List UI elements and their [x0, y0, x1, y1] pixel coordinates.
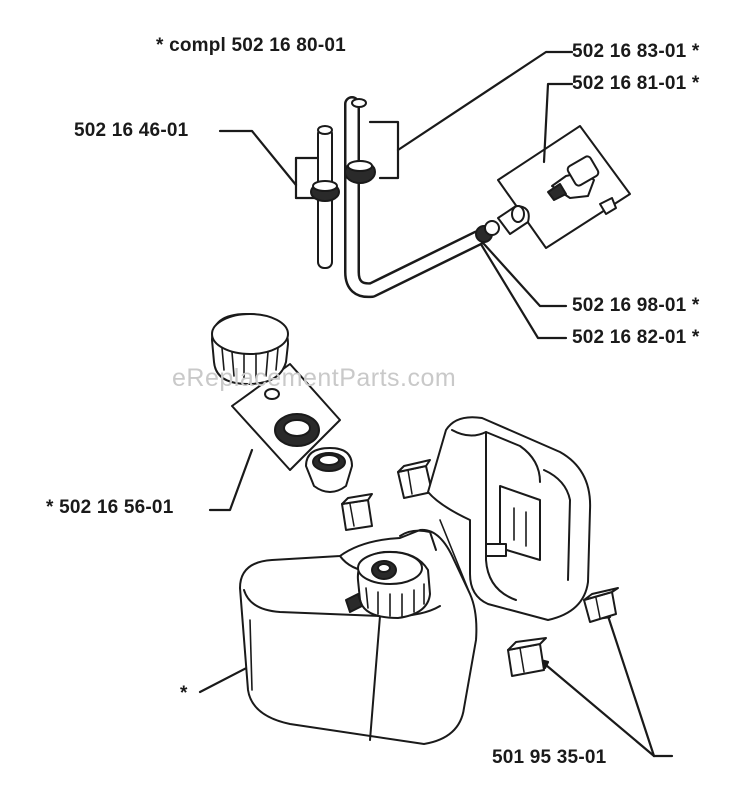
part-label-501-95-35-01: 501 95 35-01: [492, 747, 607, 768]
part-label-502-16-46-01: 502 16 46-01: [74, 120, 189, 141]
fuel-hose-short: [310, 125, 340, 269]
fuel-cap-loose: [211, 313, 289, 385]
fuel-tank: [239, 519, 478, 745]
part-label-502-16-98-01: 502 16 98-01 *: [572, 295, 700, 316]
buffer-middle: [341, 493, 373, 531]
fuel-valve: [547, 155, 617, 215]
assembly-title: * compl 502 16 80-01: [156, 35, 346, 56]
fuel-hose-long: [344, 96, 486, 299]
buffer-lower-left: [507, 637, 547, 677]
cap-seal: [274, 413, 320, 447]
part-label-502-16-82-01: 502 16 82-01 *: [572, 327, 700, 348]
cap-retainer-ring: [264, 388, 280, 400]
tank-asterisk-label: *: [180, 683, 188, 704]
buffer-lower-right: [583, 587, 619, 623]
part-label-502-16-81-01: 502 16 81-01 *: [572, 73, 700, 94]
part-label-502-16-56-01: * 502 16 56-01: [46, 497, 174, 518]
buffer-upper: [397, 459, 433, 499]
tank-bracket: [427, 416, 592, 621]
watermark: eReplacementParts.com: [172, 364, 457, 392]
part-label-502-16-83-01: 502 16 83-01 *: [572, 41, 700, 62]
fuel-filter: [475, 205, 530, 243]
cap-insert: [305, 447, 353, 493]
